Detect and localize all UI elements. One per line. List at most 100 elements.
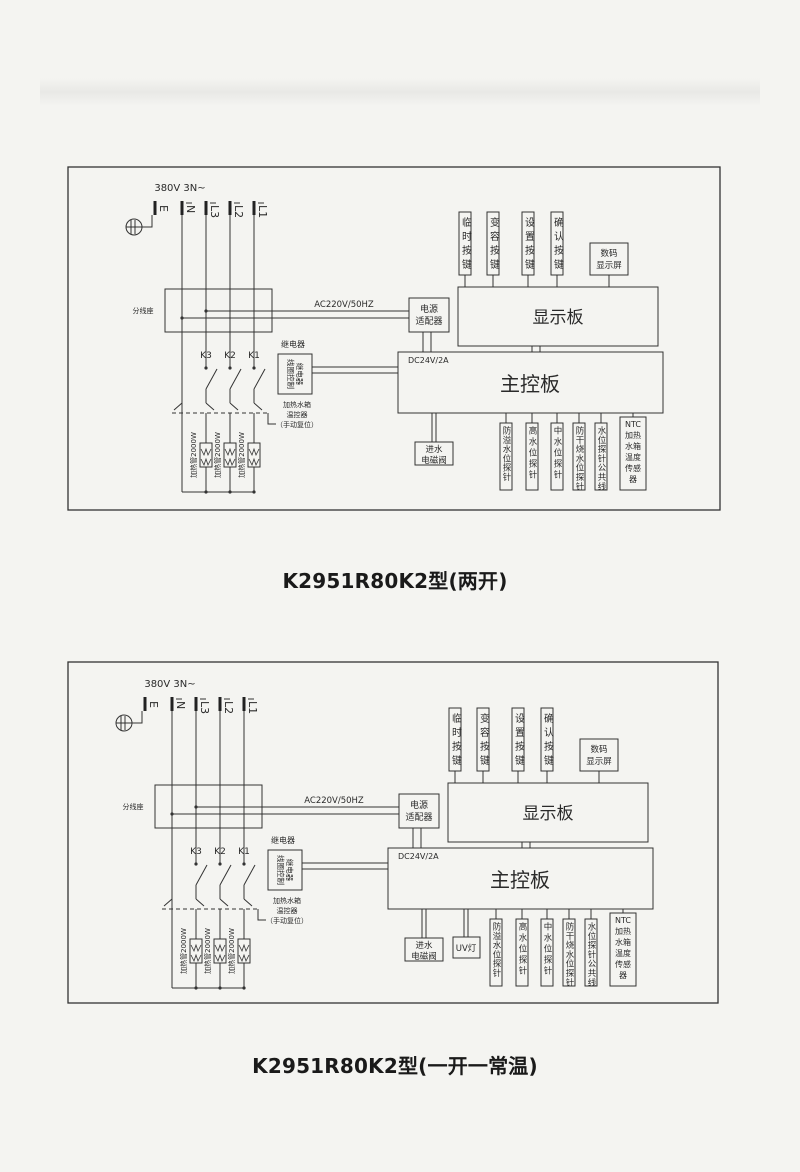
contactor-switch xyxy=(229,368,242,390)
heater-coil-icon xyxy=(248,457,260,467)
thermostat-contact xyxy=(243,898,253,907)
terminal-label-l1: L1 xyxy=(246,701,259,714)
thermostat-bracket xyxy=(267,413,276,425)
contactor-switch xyxy=(253,368,266,390)
junction-box-label: 分线座 xyxy=(133,306,154,315)
contactor-label-k1: K1 xyxy=(248,351,260,361)
ground-icon xyxy=(125,215,153,236)
heater-element xyxy=(247,442,261,468)
junction-dot xyxy=(194,862,198,866)
key-label: 设置按键 xyxy=(523,217,535,273)
sensor-probe-label: 防溢水位探针 xyxy=(491,921,501,977)
contactor-label-k3: K3 xyxy=(190,847,202,857)
main-control-board xyxy=(397,351,664,414)
thermostat-contact xyxy=(173,402,183,411)
heater-element xyxy=(223,442,237,468)
heater-label: 加热管2000W xyxy=(189,432,198,478)
inlet-valve-label: 进水电磁阀 xyxy=(411,940,437,962)
terminal-post xyxy=(194,697,198,711)
key-label: 临时按键 xyxy=(450,712,462,769)
sensor-probe-label: 防干烧水位探针 xyxy=(564,921,574,987)
key-label: 变容按键 xyxy=(478,712,490,769)
thermostat-contact xyxy=(205,402,215,411)
heater-coil-icon xyxy=(200,447,212,457)
heater-label: 加热管2000W xyxy=(203,928,212,974)
sensor-probe-label: 防溢水位探针 xyxy=(501,425,511,481)
power-adapter-label: 电源适配器 xyxy=(405,799,432,823)
heater-element xyxy=(213,938,227,964)
main-board-label: 主控板 xyxy=(490,868,550,892)
heater-coil-icon xyxy=(248,447,260,457)
main-control-board xyxy=(387,847,654,910)
heater-element xyxy=(189,938,203,964)
heater-coil-icon xyxy=(190,943,202,953)
ground-wire xyxy=(132,711,143,724)
junction-dot xyxy=(218,862,222,866)
heater-element xyxy=(237,938,251,964)
terminal-label-l3: L3 xyxy=(208,205,221,218)
key-label: 确认按键 xyxy=(552,216,564,273)
sensor-probe-label: 高水位探针 xyxy=(517,921,527,977)
contactor-switch xyxy=(243,864,256,886)
ac-voltage-label: AC220V/50HZ xyxy=(314,300,374,310)
scan-artifact xyxy=(40,78,760,106)
junction-dot xyxy=(242,862,246,866)
heater-label: 加热管2000W xyxy=(213,432,222,478)
terminal-label-e: E xyxy=(147,701,160,708)
digital-display-label: 数码显示屏 xyxy=(586,744,612,767)
junction-dot xyxy=(252,366,256,370)
diagram-frame-1 xyxy=(67,166,721,511)
terminal-post xyxy=(204,201,208,215)
heater-coil-icon xyxy=(190,953,202,963)
contactor-label-k3: K3 xyxy=(200,351,212,361)
junction-dot xyxy=(228,366,232,370)
terminal-post xyxy=(180,201,184,215)
relay-coil-label: 继电器线圈控制 xyxy=(276,855,295,885)
terminal-label-l3: L3 xyxy=(198,701,211,714)
diagram-title-2: K2951R80K2型(一开一常温) xyxy=(252,1054,538,1078)
heater-coil-icon xyxy=(214,943,226,953)
sensor-probe-label: 高水位探针 xyxy=(527,425,537,481)
heater-coil-icon xyxy=(214,953,226,963)
relay-box xyxy=(267,849,303,891)
contactor-switch xyxy=(205,368,218,390)
terminal-post xyxy=(143,697,147,711)
heater-coil-icon xyxy=(224,457,236,467)
heater-coil-icon xyxy=(238,953,250,963)
heater-label: 加热管2000W xyxy=(179,928,188,974)
main-board-label: 主控板 xyxy=(500,372,560,396)
relay-label: 继电器 xyxy=(271,835,295,845)
sensor-probe-label: 水位探针公共线 xyxy=(596,425,606,491)
terminal-label-l2: L2 xyxy=(222,701,235,714)
contactor-label-k2: K2 xyxy=(224,351,236,361)
relay-label: 继电器 xyxy=(281,339,305,349)
thermostat-contact xyxy=(195,898,205,907)
thermostat-contact xyxy=(229,402,239,411)
terminal-post xyxy=(252,201,256,215)
thermostat-contact xyxy=(253,402,263,411)
uv-lamp-box xyxy=(452,936,481,959)
sensor-probe-label: 水位探针公共线 xyxy=(586,921,596,987)
digital-display-label: 数码显示屏 xyxy=(596,248,622,271)
power-adapter-box xyxy=(408,297,450,333)
terminal-post xyxy=(170,697,174,711)
terminal-post xyxy=(242,697,246,711)
terminal-label-n: N xyxy=(174,701,187,709)
relay-coil-label: 继电器线圈控制 xyxy=(286,359,305,389)
display-board xyxy=(447,782,649,843)
key-label: 临时按键 xyxy=(460,216,472,273)
heater-element xyxy=(199,442,213,468)
heater-coil-icon xyxy=(224,447,236,457)
heater-coil-icon xyxy=(238,943,250,953)
terminal-label-l1: L1 xyxy=(256,205,269,218)
contactor-label-k2: K2 xyxy=(214,847,226,857)
dc-voltage-label: DC24V/2A xyxy=(408,356,449,365)
ground-wire xyxy=(142,215,153,228)
inlet-valve-label: 进水电磁阀 xyxy=(421,444,447,466)
thermostat-bracket xyxy=(257,909,266,921)
contactor-label-k1: K1 xyxy=(238,847,250,857)
